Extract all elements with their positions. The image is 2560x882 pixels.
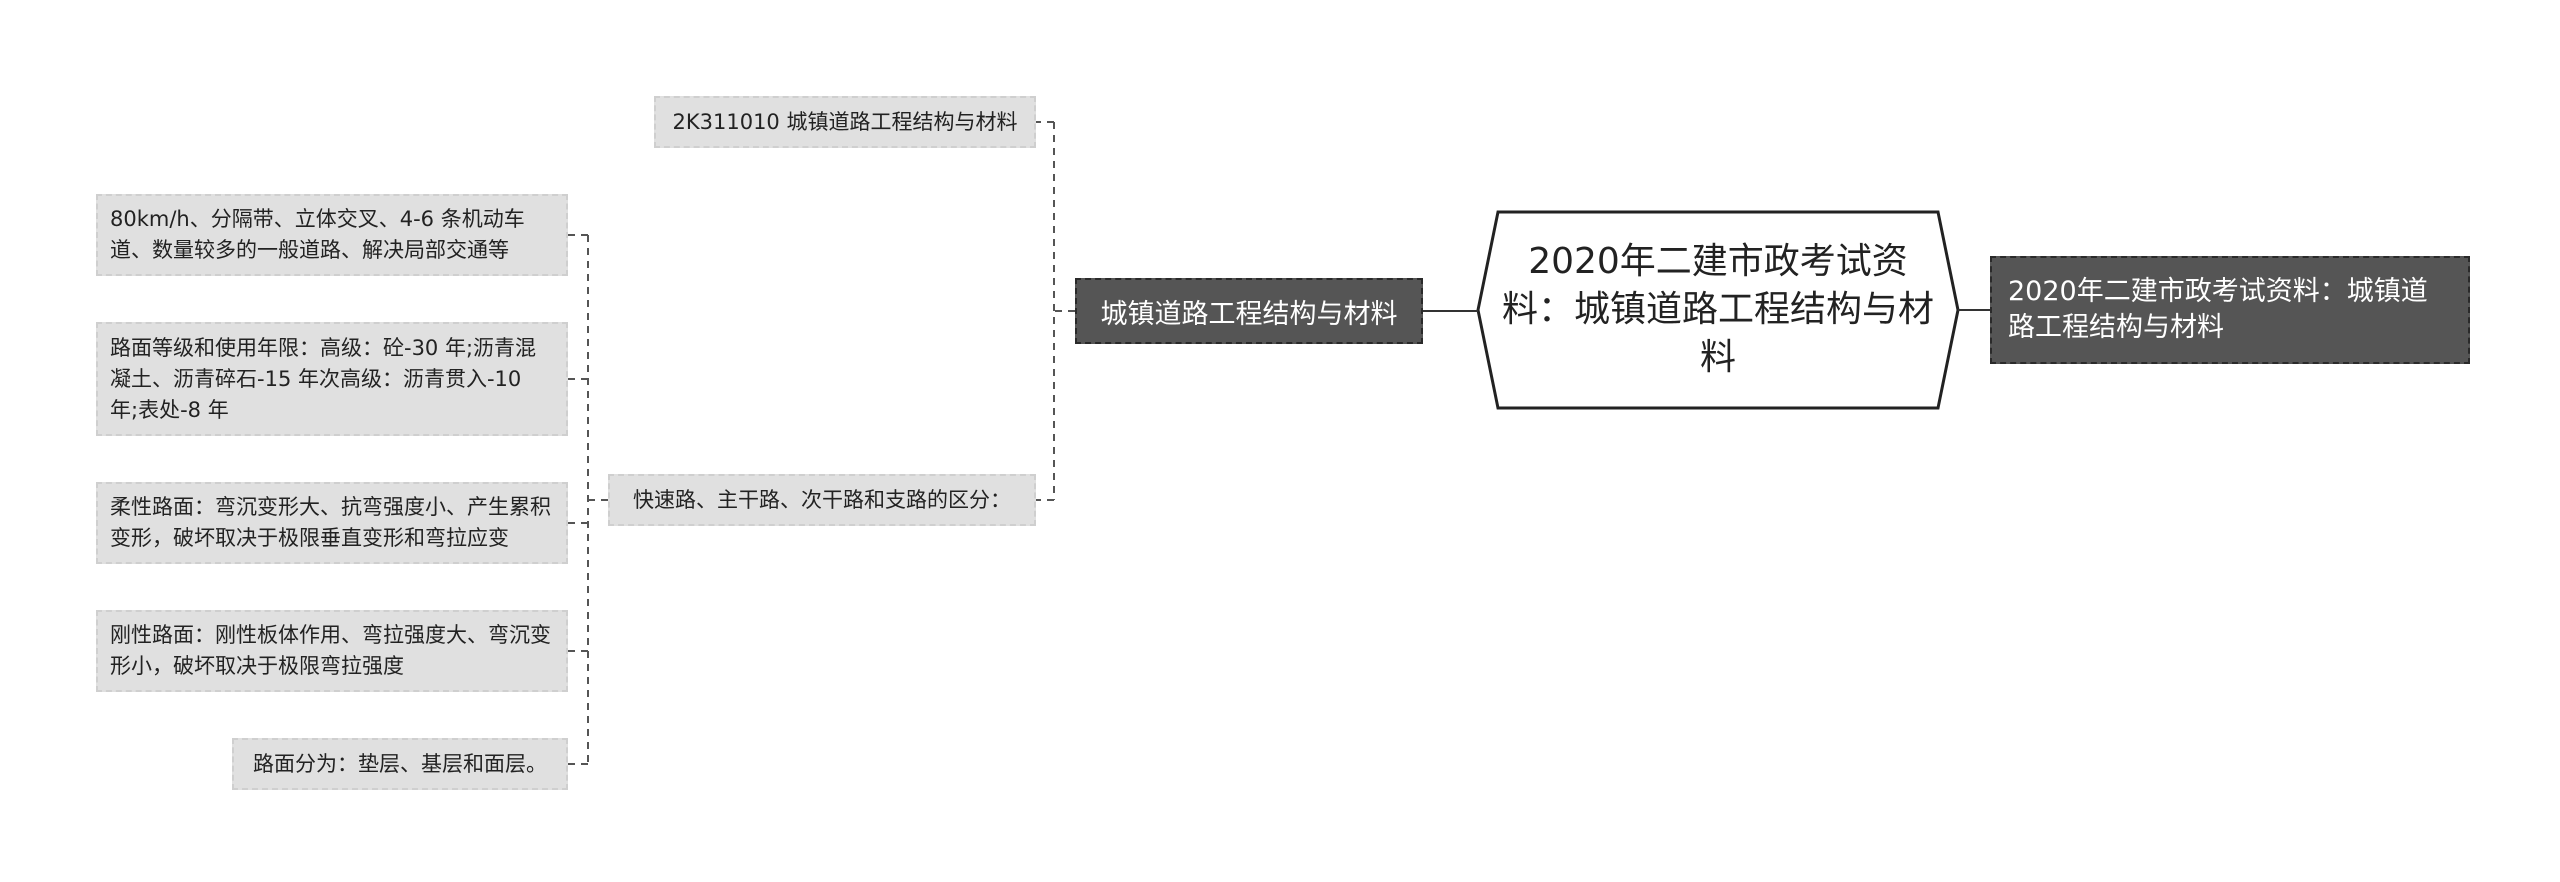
leaf-node-label: 刚性路面：刚性板体作用、弯拉强度大、弯沉变形小，破坏取决于极限弯拉强度	[110, 623, 551, 678]
level1-node[interactable]: 城镇道路工程结构与材料	[1075, 278, 1423, 344]
level2-node-2k311010[interactable]: 2K311010 城镇道路工程结构与材料	[654, 96, 1036, 148]
center-node[interactable]: 2020年二建市政考试资料：城镇道路工程结构与材料	[1478, 212, 1958, 408]
leaf-node-label: 路面等级和使用年限：高级：砼-30 年;沥青混凝土、沥青碎石-15 年次高级：沥…	[110, 335, 537, 422]
leaf-node-5[interactable]: 路面分为：垫层、基层和面层。	[232, 738, 568, 790]
level2-node-label: 快速路、主干路、次干路和支路的区分：	[633, 487, 1011, 512]
leaf-node-label: 80km/h、分隔带、立体交叉、4-6 条机动车道、数量较多的一般道路、解决局部…	[110, 207, 525, 262]
right-node-label: 2020年二建市政考试资料：城镇道路工程结构与材料	[2008, 276, 2428, 343]
level1-node-label: 城镇道路工程结构与材料	[1100, 298, 1398, 330]
right-node[interactable]: 2020年二建市政考试资料：城镇道路工程结构与材料	[1990, 256, 2470, 364]
connector-level1-level2	[1036, 121, 1075, 501]
center-node-label: 2020年二建市政考试资料：城镇道路工程结构与材料	[1501, 241, 1934, 378]
leaf-node-4[interactable]: 刚性路面：刚性板体作用、弯拉强度大、弯沉变形小，破坏取决于极限弯拉强度	[96, 610, 568, 692]
leaf-node-2[interactable]: 路面等级和使用年限：高级：砼-30 年;沥青混凝土、沥青碎石-15 年次高级：沥…	[96, 322, 568, 436]
leaf-node-label: 柔性路面：弯沉变形大、抗弯强度小、产生累积变形，破坏取决于极限垂直变形和弯拉应变	[110, 495, 551, 550]
leaf-node-label: 路面分为：垫层、基层和面层。	[253, 751, 547, 776]
level2-node-road-classes[interactable]: 快速路、主干路、次干路和支路的区分：	[608, 474, 1036, 526]
level2-node-label: 2K311010 城镇道路工程结构与材料	[672, 109, 1018, 134]
leaf-node-3[interactable]: 柔性路面：弯沉变形大、抗弯强度小、产生累积变形，破坏取决于极限垂直变形和弯拉应变	[96, 482, 568, 564]
leaf-node-1[interactable]: 80km/h、分隔带、立体交叉、4-6 条机动车道、数量较多的一般道路、解决局部…	[96, 194, 568, 276]
connector-level2-leaves	[568, 234, 608, 765]
